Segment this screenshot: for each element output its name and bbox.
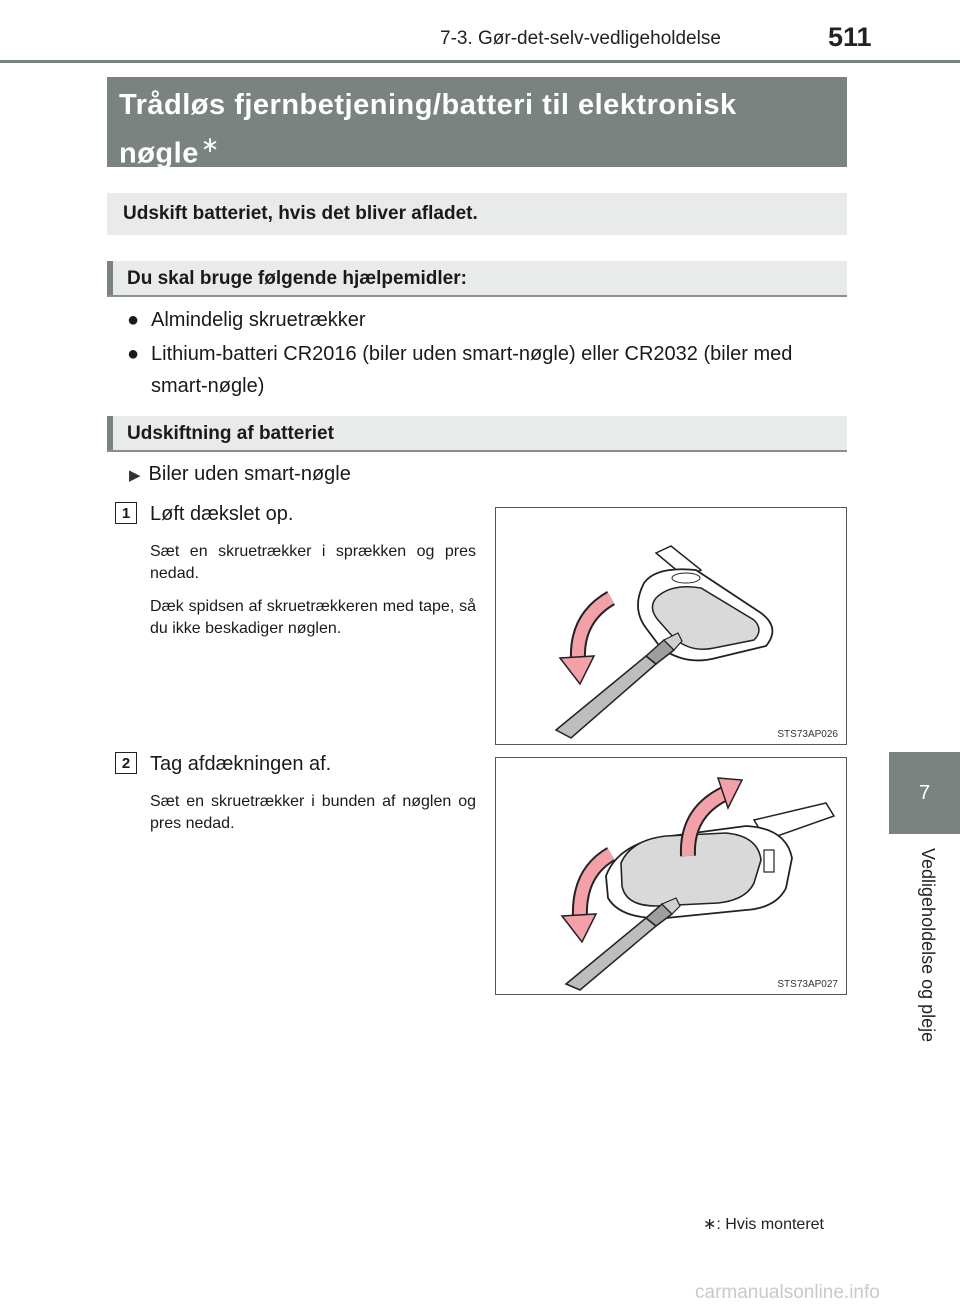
step-number: 1 <box>115 502 137 524</box>
bullet-icon: ● <box>127 309 140 331</box>
header-rule <box>0 60 960 63</box>
subheading: ▶Biler uden smart-nøgle <box>129 463 351 485</box>
chapter-tab-label: Vedligeholdelse og pleje <box>918 848 938 1043</box>
triangle-right-icon: ▶ <box>129 467 141 484</box>
chapter-tab: 7 <box>889 752 960 834</box>
key-cover-illustration <box>554 545 774 739</box>
bullet-icon: ● <box>127 343 140 365</box>
step-title: Tag afdækningen af. <box>150 753 332 775</box>
step-description: Sæt en skruetrækker i bunden af nøglen o… <box>150 793 476 832</box>
key-remove-illustration <box>560 777 836 991</box>
section-heading-replacement: Udskiftning af batteriet <box>107 416 847 452</box>
figure-remove-cover: STS73AP027 <box>495 757 847 995</box>
intro-note: Udskift batteriet, hvis det bliver aflad… <box>107 193 847 235</box>
asterisk-icon: ∗ <box>200 132 220 157</box>
watermark: carmanualsonline.info <box>695 1282 880 1303</box>
step-description: Dæk spidsen af skruetrækkeren med tape, … <box>150 598 476 637</box>
step-description: Sæt en skruetrækker i sprækken og pres n… <box>150 543 476 582</box>
footnote: ∗: Hvis monteret <box>703 1216 824 1233</box>
figure-open-cover: STS73AP026 <box>495 507 847 745</box>
step-number: 2 <box>115 752 137 774</box>
figure-code: STS73AP026 <box>777 729 838 740</box>
figure-code: STS73AP027 <box>777 979 838 990</box>
page-title: Trådløs fjernbetjening/batteri til elekt… <box>107 77 847 170</box>
page-title-text: Trådløs fjernbetjening/batteri til elekt… <box>119 89 737 170</box>
running-header-section: 7-3. Gør-det-selv-vedligeholdelse <box>440 28 721 49</box>
section-heading-tools: Du skal bruge følgende hjælpemidler: <box>107 261 847 297</box>
page-number: 511 <box>828 22 872 52</box>
step-title: Løft dækslet op. <box>150 503 294 525</box>
